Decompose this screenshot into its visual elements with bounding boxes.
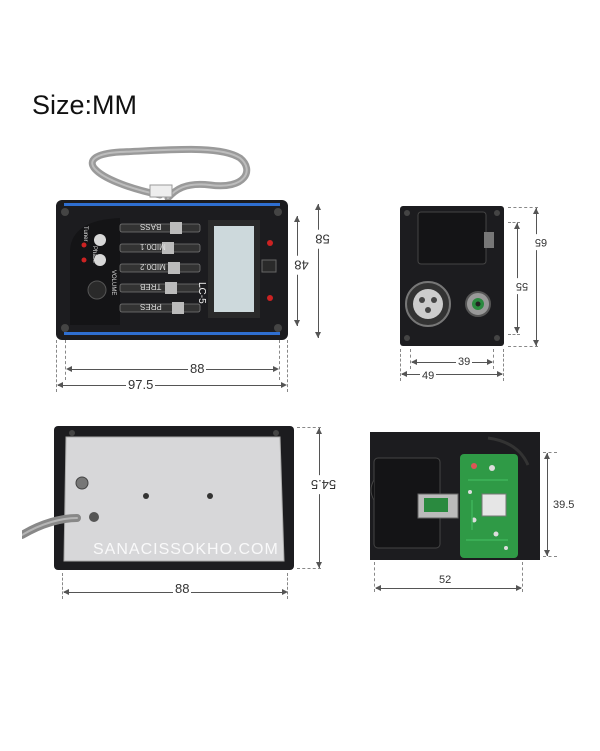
side-width-outer-dim: 49 xyxy=(420,370,437,382)
back-height-dim: 54.5 xyxy=(310,475,337,495)
mid1-label: MID0.1 xyxy=(140,242,166,251)
side-width-inner-dim: 39 xyxy=(456,356,473,368)
volume-label: VOLUME xyxy=(110,270,116,296)
side-view-battery-jack-image xyxy=(400,206,504,346)
watermark-text: SANACISSOKHO.COM xyxy=(93,541,279,558)
side-height-outer-dim: 65 xyxy=(534,234,548,251)
inner-width-dim: 52 xyxy=(437,574,454,586)
inner-view-pcb-image xyxy=(370,432,540,560)
size-unit-title: Size:MM xyxy=(32,90,138,120)
model-label: LC-5 xyxy=(196,282,207,304)
back-width-dim: 88 xyxy=(173,581,192,596)
inner-height-dim: 39.5 xyxy=(551,499,577,511)
mid2-label: MID0.2 xyxy=(140,262,166,271)
tuner-label: Tuner xyxy=(82,226,88,242)
phase-label: Phase xyxy=(91,246,97,264)
front-height-outer-dim: 58 xyxy=(315,229,330,249)
back-view-plate-image xyxy=(22,426,294,570)
front-width-outer-dim: 97.5 xyxy=(126,377,156,392)
front-height-inner-dim: 48 xyxy=(294,255,309,275)
bass-label: BASS xyxy=(140,222,162,231)
pres-label: PRES xyxy=(140,302,162,311)
side-height-inner-dim: 55 xyxy=(515,278,529,295)
front-width-inner-dim: 88 xyxy=(188,361,207,376)
treb-label: TREB xyxy=(140,282,162,291)
front-view-preamp-image xyxy=(56,145,288,340)
